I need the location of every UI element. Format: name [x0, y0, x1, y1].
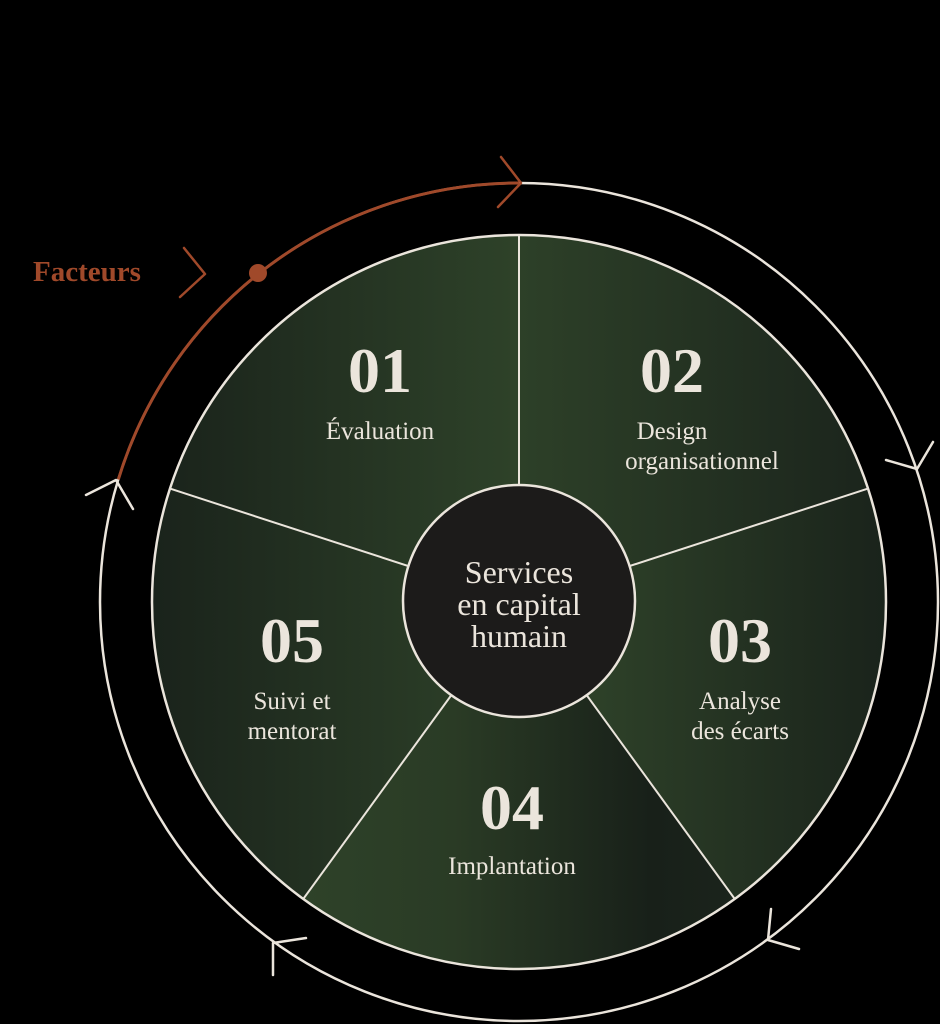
step-label-line-2: mentorat	[248, 718, 337, 745]
step-label-line-1: Design	[637, 418, 708, 445]
chevron-arrow-icon	[271, 936, 308, 977]
step-number: 05	[260, 605, 324, 676]
sector-02-design-organisationnel[interactable]	[519, 235, 868, 602]
step-label: Implantation	[448, 853, 576, 880]
chevron-right-icon	[178, 246, 207, 299]
step-05: 05 Suivi et mentorat	[248, 605, 337, 745]
step-02: 02 Design organisationnel	[625, 335, 779, 475]
step-label: Évaluation	[326, 417, 435, 445]
step-number: 04	[480, 772, 544, 843]
step-04: 04 Implantation	[448, 772, 576, 880]
center-title-line-1: Services	[465, 554, 573, 590]
step-label-line-2: des écarts	[691, 718, 789, 745]
factor-arc	[116, 181, 520, 480]
center-hub[interactable]: Services en capital humain	[401, 483, 637, 719]
step-03: 03 Analyse des écarts	[691, 605, 789, 745]
pie-outline	[150, 233, 888, 971]
step-01: 01 Évaluation	[326, 335, 435, 445]
chevron-arrow-icon	[496, 155, 523, 209]
chevron-arrow-icon	[884, 440, 935, 471]
center-circle	[401, 483, 637, 719]
dot-icon	[249, 264, 267, 282]
sector-04-implantation[interactable]	[303, 602, 735, 969]
step-number: 03	[708, 605, 772, 676]
chevron-arrow-icon	[766, 907, 801, 951]
step-label-line-2: organisationnel	[625, 448, 779, 475]
sector-01-evaluation[interactable]	[170, 235, 519, 602]
step-number: 01	[348, 335, 412, 406]
center-title-line-2: en capital	[457, 586, 581, 622]
step-label-line-1: Analyse	[699, 688, 781, 715]
step-label-line-1: Suivi et	[253, 688, 330, 715]
center-title-line-3: humain	[471, 618, 567, 654]
factor-label: Facteurs	[33, 256, 141, 288]
chevron-arrow-icon	[84, 478, 135, 511]
step-number: 02	[640, 335, 704, 406]
